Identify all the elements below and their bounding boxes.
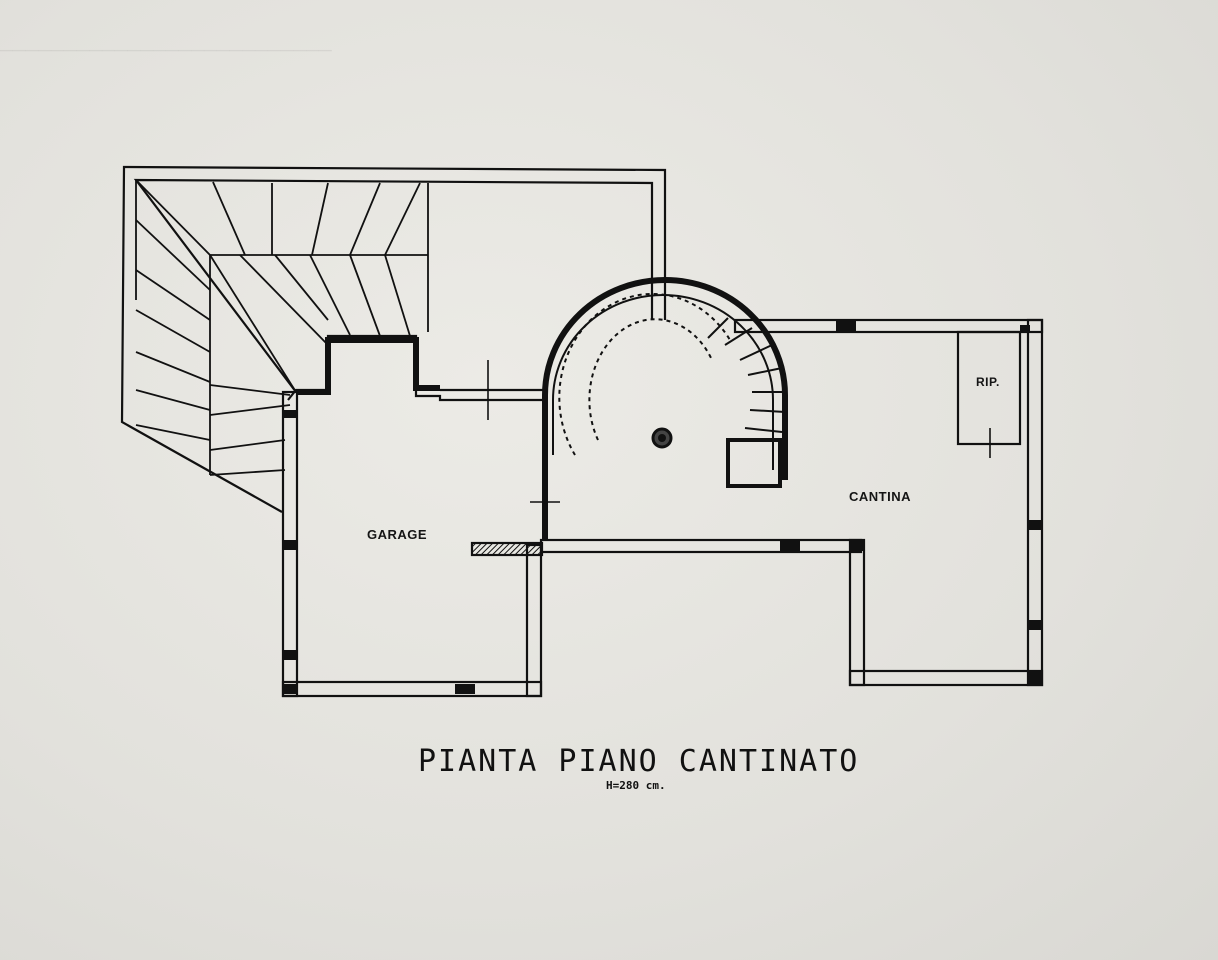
cantina-walls <box>539 318 1044 687</box>
ripostiglio-label: RIP. <box>976 375 1000 389</box>
plan-subtitle: H=280 cm. <box>606 779 666 792</box>
garage-walls <box>281 337 544 698</box>
bleed-through-line: ────────────────────────── <box>0 40 332 60</box>
garage-label: GARAGE <box>367 527 428 542</box>
spiral-stair <box>542 277 788 540</box>
terrace-outline <box>120 165 667 513</box>
cantina-label: CANTINA <box>849 489 911 504</box>
door-ticks <box>487 360 991 558</box>
cantina-wall-hatches <box>780 321 1042 684</box>
plan-title: PIANTA PIANO CANTINATO <box>418 744 860 779</box>
ramp-stair-treads <box>135 179 429 476</box>
garage-wall-hatches <box>283 410 475 694</box>
